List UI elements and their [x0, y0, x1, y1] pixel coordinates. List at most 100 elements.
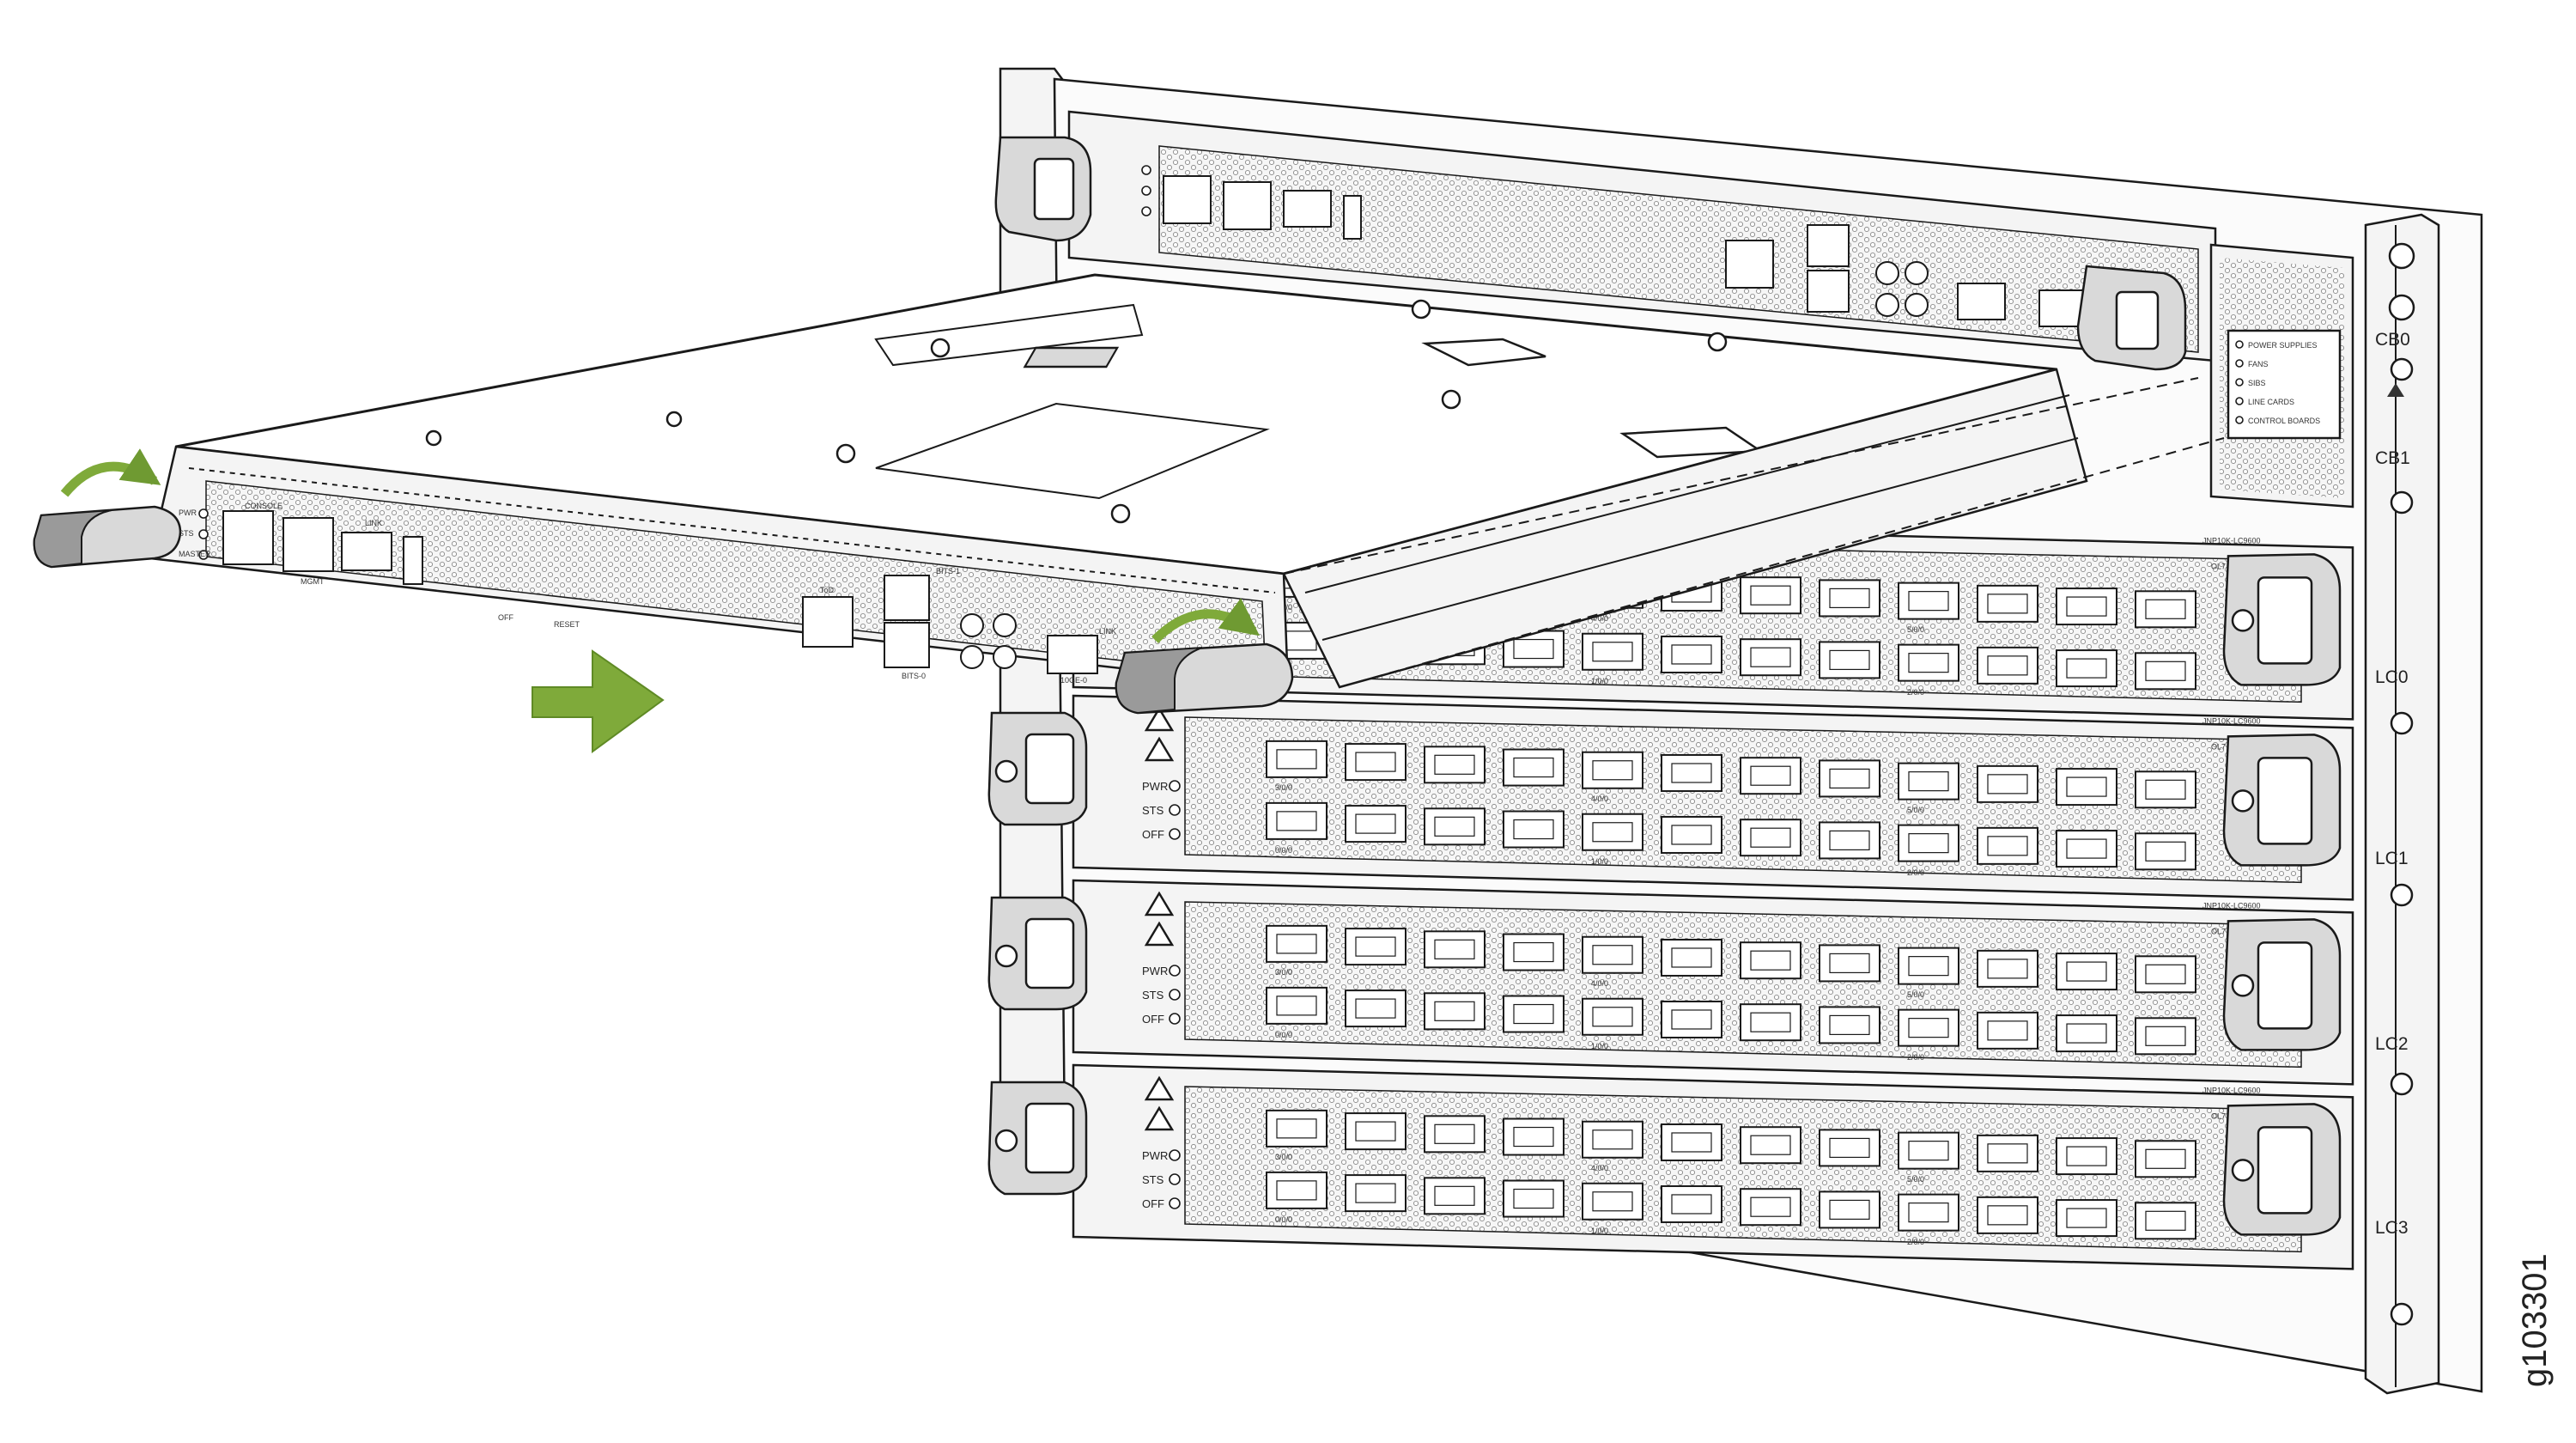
status-led: [1169, 1197, 1181, 1209]
qsfp-port[interactable]: [1266, 924, 1327, 963]
qsfp-port[interactable]: [2135, 652, 2196, 691]
qsfp-port[interactable]: [1424, 1177, 1485, 1215]
qsfp-port[interactable]: [1503, 810, 1564, 849]
qsfp-port[interactable]: [1977, 584, 2038, 623]
status-led: [1169, 965, 1181, 977]
qsfp-port[interactable]: [1898, 1131, 1959, 1170]
qsfp-port[interactable]: [2056, 1014, 2117, 1053]
qsfp-port[interactable]: [1424, 807, 1485, 846]
qsfp-port[interactable]: [1345, 1174, 1406, 1213]
line-card-lc2: PWRSTSOFF3/0/04/0/05/0/00/0/01/0/02/0/0J…: [987, 879, 2354, 1086]
qsfp-port[interactable]: [1819, 1190, 1880, 1229]
qsfp-port[interactable]: [1740, 1188, 1801, 1227]
qsfp-port[interactable]: [1819, 1129, 1880, 1167]
qsfp-port[interactable]: [1819, 641, 1880, 679]
qsfp-port[interactable]: [1740, 576, 1801, 615]
qsfp-port[interactable]: [1740, 819, 1801, 857]
qsfp-port[interactable]: [1740, 1126, 1801, 1165]
qsfp-port[interactable]: [1740, 941, 1801, 980]
qsfp-port[interactable]: [1819, 944, 1880, 983]
qsfp-port[interactable]: [1266, 801, 1327, 840]
qsfp-port[interactable]: [1977, 1196, 2038, 1234]
qsfp-port[interactable]: [1740, 638, 1801, 677]
qsfp-port[interactable]: [1977, 949, 2038, 988]
qsfp-port[interactable]: [1977, 1011, 2038, 1050]
qsfp-port[interactable]: [1503, 748, 1564, 787]
qsfp-port[interactable]: [1661, 815, 1722, 854]
control-board-cb0: [994, 110, 2217, 371]
qsfp-port[interactable]: [1266, 986, 1327, 1025]
qsfp-port[interactable]: [1582, 997, 1643, 1036]
qsfp-port[interactable]: [1345, 928, 1406, 966]
cb-port-label: CONSOLE: [245, 502, 283, 510]
qsfp-port[interactable]: [1266, 1171, 1327, 1209]
qsfp-port[interactable]: [1898, 581, 1959, 620]
qsfp-port[interactable]: [1898, 1193, 1959, 1232]
qsfp-port[interactable]: [1661, 753, 1722, 792]
led-label: PWR: [1142, 780, 1168, 793]
qsfp-port[interactable]: [1977, 764, 2038, 803]
qsfp-port[interactable]: [2135, 1140, 2196, 1178]
qsfp-port[interactable]: [1661, 1000, 1722, 1038]
qsfp-port[interactable]: [2056, 953, 2117, 991]
cb-led-label: MASTER: [179, 550, 211, 558]
cb-port-label: ToD: [820, 586, 835, 594]
qsfp-port[interactable]: [1661, 635, 1722, 673]
qsfp-port[interactable]: [1503, 1117, 1564, 1156]
qsfp-port[interactable]: [1266, 740, 1327, 778]
qsfp-port[interactable]: [1582, 751, 1643, 789]
qsfp-port[interactable]: [1582, 1182, 1643, 1221]
qsfp-port[interactable]: [1582, 1120, 1643, 1159]
qsfp-port[interactable]: [2135, 832, 2196, 871]
qsfp-port[interactable]: [1503, 933, 1564, 971]
qsfp-port[interactable]: [1582, 935, 1643, 974]
figure-id: g103301: [2516, 1253, 2554, 1387]
qsfp-port[interactable]: [1424, 992, 1485, 1031]
qsfp-port[interactable]: [1819, 759, 1880, 798]
qsfp-port[interactable]: [1740, 757, 1801, 795]
qsfp-port[interactable]: [1898, 643, 1959, 682]
qsfp-port[interactable]: [1898, 824, 1959, 862]
qsfp-port[interactable]: [1898, 1008, 1959, 1047]
qsfp-port[interactable]: [1345, 1112, 1406, 1151]
qsfp-port[interactable]: [1345, 743, 1406, 782]
status-panel-label: POWER SUPPLIES: [2248, 341, 2318, 350]
qsfp-port[interactable]: [2135, 590, 2196, 629]
qsfp-port[interactable]: [2135, 770, 2196, 809]
qsfp-port[interactable]: [1661, 938, 1722, 977]
qsfp-port[interactable]: [1819, 579, 1880, 618]
qsfp-port[interactable]: [2135, 1017, 2196, 1056]
qsfp-port[interactable]: [2056, 588, 2117, 626]
qsfp-port[interactable]: [1424, 1115, 1485, 1154]
qsfp-port[interactable]: [1661, 1184, 1722, 1223]
qsfp-port[interactable]: [2056, 649, 2117, 688]
qsfp-port[interactable]: [1345, 989, 1406, 1028]
qsfp-port[interactable]: [1266, 1109, 1327, 1148]
qsfp-port[interactable]: [1898, 762, 1959, 801]
qsfp-port[interactable]: [1898, 947, 1959, 985]
line-card-corner-label: OL7: [2211, 1111, 2226, 1120]
qsfp-port[interactable]: [1977, 1134, 2038, 1172]
line-card-model: JNP10K-LC9600: [2202, 536, 2261, 545]
qsfp-port[interactable]: [2056, 830, 2117, 868]
qsfp-port[interactable]: [2056, 1137, 2117, 1176]
qsfp-port[interactable]: [2056, 768, 2117, 807]
qsfp-port[interactable]: [1661, 1123, 1722, 1161]
qsfp-port[interactable]: [1819, 1006, 1880, 1044]
qsfp-port[interactable]: [2135, 1202, 2196, 1240]
qsfp-port[interactable]: [1977, 646, 2038, 685]
qsfp-port[interactable]: [1503, 1179, 1564, 1218]
qsfp-port[interactable]: [1819, 821, 1880, 860]
qsfp-port[interactable]: [1424, 746, 1485, 784]
qsfp-port[interactable]: [1740, 1003, 1801, 1042]
qsfp-port[interactable]: [1582, 632, 1643, 671]
qsfp-port[interactable]: [1424, 930, 1485, 969]
qsfp-port[interactable]: [1503, 995, 1564, 1033]
qsfp-port[interactable]: [2135, 955, 2196, 994]
qsfp-port[interactable]: [2056, 1199, 2117, 1238]
line-card-corner-label: OL7: [2211, 742, 2226, 751]
qsfp-port[interactable]: [1345, 805, 1406, 843]
qsfp-port[interactable]: [1582, 813, 1643, 851]
qsfp-port[interactable]: [1977, 826, 2038, 865]
